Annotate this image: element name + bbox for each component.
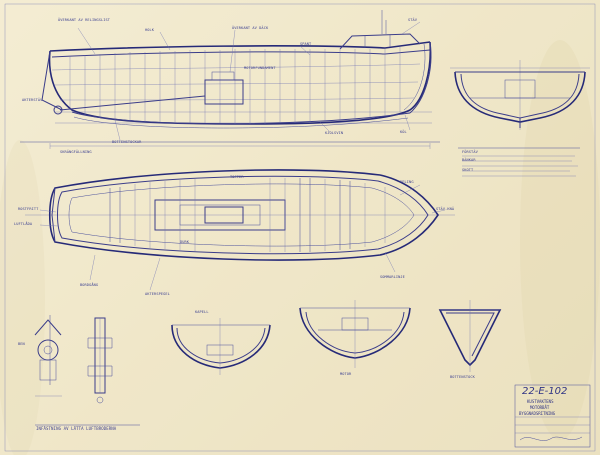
note-forestem: FÖRSTÄV [462,150,478,154]
note-holk: HOLK [145,28,155,32]
note-strake: BORDGÅNG [80,283,99,287]
note-floor: BOTTENSTOCK [450,375,475,379]
note-transom: AKTERSPEGEL [145,292,170,296]
notes-table [458,147,580,177]
note-keelson: KJOLSVIN [325,131,344,135]
note-leg: BEN [18,342,25,346]
title-line-2: MOTORBÅT [530,405,550,410]
note-benches: BÄNKAR [462,158,476,162]
midship-section [450,60,590,130]
note-stainless: ROSTFRITT [18,207,39,211]
note-keel: KÖL [400,130,407,134]
title-line-3: BYGGNADSRITNING [519,411,556,416]
note-sternpost: AKTERSTÄV [22,98,43,102]
plan-view [25,169,455,291]
note-rail: RELING [400,180,414,184]
note-airbox: LUFTLÅDA [14,222,33,226]
note-motor: MOTOR [340,372,352,376]
sheet-border [4,3,596,452]
note-deck: ÖVERKANT AV DÄCK [232,26,269,30]
note-cover: KAPELL [195,310,209,314]
section-mid [299,300,411,368]
note-stem-knee: STÄV-KNÄ [436,207,455,211]
note-engine-bed: MOTORFUNDAMENT [244,66,276,70]
note-partition: SKOTT [462,168,474,172]
note-frame: SPANT [300,42,312,46]
title-line-1: KUSTVAKTENS [527,399,554,404]
title-block-frame [514,384,591,448]
fitting-detail-post [87,317,113,404]
note-stem: STÄV [408,18,418,22]
fitting-detail-left [34,315,62,397]
drawing-number: 22-E-102 [522,386,568,397]
note-floorboard: DURK [180,240,190,244]
note-waterline: SOMMARLINJE [380,275,405,279]
note-bulkhead: SKRÄNGFÄLLNING [60,150,92,154]
profile-view [20,10,440,149]
note-sheer: ÖVERKANT AV RELINGSLIST [58,18,111,22]
note-thwarts: TOFTER [230,175,244,179]
note-floors: BOTTENSTOCKAR [112,140,142,144]
section-aft [171,318,271,375]
section-bow [438,300,502,372]
detail-caption: INFÄSTNING AV LÄTTA LUFTBRODERNA [36,426,117,431]
